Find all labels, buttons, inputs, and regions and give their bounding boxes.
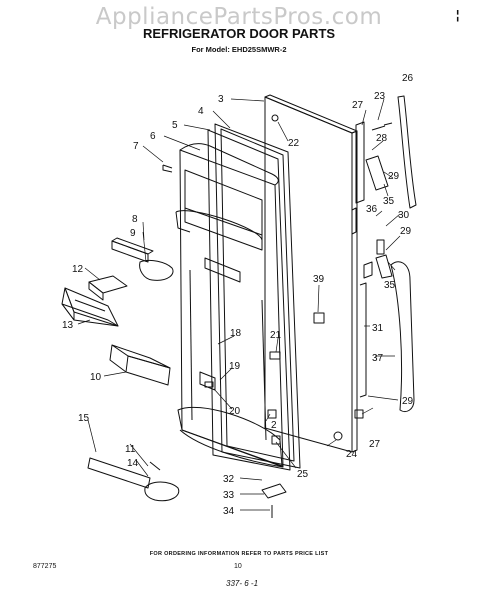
model-label: For Model: EHD25SMWR-2 [191, 45, 287, 54]
cam-bracket [204, 381, 214, 388]
bottom-cap [354, 409, 364, 419]
callout-29b: 29 [400, 226, 412, 237]
callout-7: 7 [133, 141, 139, 152]
callout-28: 28 [376, 133, 388, 144]
page-number: 10 [234, 563, 242, 570]
callout-3: 3 [218, 94, 224, 105]
door-bin-upper [88, 275, 128, 301]
callout-15: 15 [78, 413, 90, 424]
callout-22: 22 [288, 138, 300, 149]
callout-36: 36 [366, 204, 378, 215]
door-stop [269, 351, 281, 360]
watermark: AppliancePartsPros.com [95, 4, 383, 30]
door-bin-large [61, 287, 119, 327]
callout-4: 4 [198, 106, 204, 117]
callout-27a: 27 [352, 100, 364, 111]
callout-32: 32 [223, 474, 235, 485]
callout-23: 23 [374, 91, 386, 102]
callout-35a: 35 [383, 196, 395, 207]
callout-9: 9 [130, 228, 136, 239]
callout-26: 26 [402, 73, 414, 84]
callout-29c: 29 [402, 396, 414, 407]
callout-11: 11 [125, 444, 136, 455]
door-screw [162, 164, 173, 173]
document-number: 877275 [33, 563, 57, 570]
callout-14: 14 [127, 458, 139, 469]
inner-door-liner [175, 143, 284, 468]
hinge-pin-bushing [267, 409, 277, 419]
callout-8: 8 [132, 214, 138, 225]
callout-21: 21 [270, 330, 282, 341]
callout-27b: 27 [369, 439, 381, 450]
callout-18: 18 [230, 328, 242, 339]
leader-lines [77, 98, 401, 511]
door-shelf-rail [111, 237, 174, 281]
door-trim-upper [397, 95, 417, 209]
page-title: REFRIGERATOR DOOR PARTS [142, 26, 336, 41]
callout-37: 37 [372, 353, 384, 364]
callout-35b: 35 [384, 280, 396, 291]
ordering-info-footer: FOR ORDERING INFORMATION REFER TO PARTS … [149, 551, 329, 557]
callout-39: 39 [313, 274, 325, 285]
door-trim-lower [390, 261, 415, 413]
callout-30: 30 [398, 210, 410, 221]
callout-2: 2 [271, 420, 277, 431]
door-bin-bottom [87, 457, 180, 502]
door-plug [333, 431, 343, 441]
callout-5: 5 [172, 120, 178, 131]
corner-mark: ¦ [456, 8, 460, 22]
hinge-assembly [351, 121, 393, 398]
callout-31: 31 [372, 323, 384, 334]
callout-10: 10 [90, 372, 102, 383]
callout-33: 33 [223, 490, 235, 501]
callout-19: 19 [229, 361, 241, 372]
door-label [313, 312, 325, 324]
callout-25: 25 [297, 469, 309, 480]
callout-labels: 3 4 5 6 7 22 8 9 12 13 10 18 19 20 21 2 … [62, 73, 414, 517]
callout-24: 24 [346, 449, 358, 460]
callout-29a: 29 [388, 171, 400, 182]
callout-6: 6 [150, 131, 156, 142]
callout-12: 12 [72, 264, 84, 275]
door-closer [271, 435, 281, 445]
handwritten-note: 337- 6 -1 [226, 579, 259, 588]
outer-door-panel [264, 94, 358, 453]
callout-13: 13 [62, 320, 74, 331]
door-shelf-lower [109, 344, 171, 386]
bottom-hinge [261, 483, 287, 499]
callout-20: 20 [229, 406, 241, 417]
callout-34: 34 [223, 506, 235, 517]
door-gasket [207, 123, 301, 471]
